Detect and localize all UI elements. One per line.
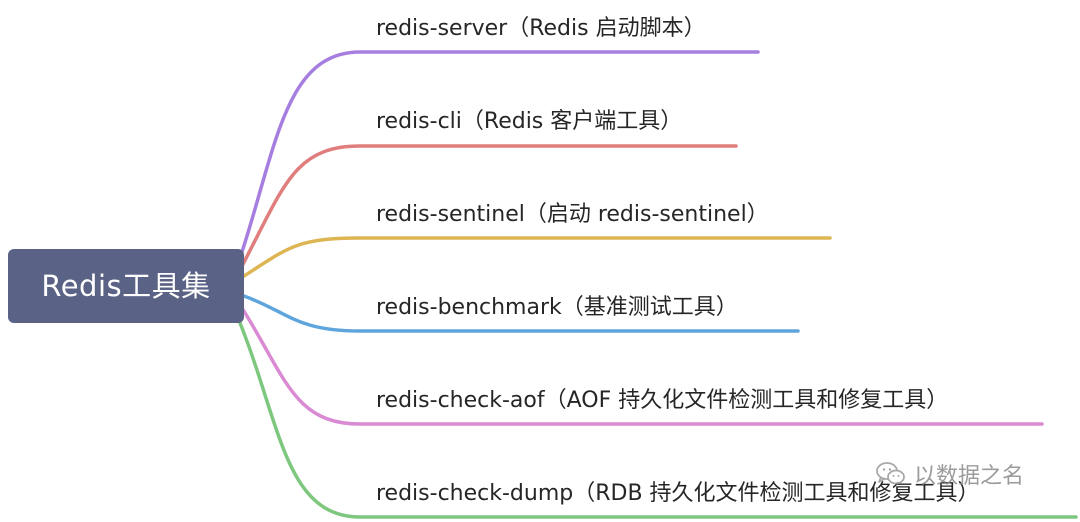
branch-label-redis-cli: redis-cli（Redis 客户端工具） [376, 109, 683, 134]
branch-label-redis-server: redis-server（Redis 启动脚本） [376, 16, 706, 41]
branch-label-redis-check-dump: redis-check-dump（RDB 持久化文件检测工具和修复工具） [376, 481, 980, 506]
watermark: 以数据之名 [876, 458, 1024, 490]
connector-redis-cli [240, 144, 738, 268]
branch-label-redis-benchmark: redis-benchmark（基准测试工具） [376, 295, 738, 320]
watermark-text: 以数据之名 [914, 464, 1025, 489]
connector-redis-sentinel [242, 236, 832, 278]
connector-redis-benchmark [242, 294, 800, 333]
root-node: Redis工具集 [8, 249, 244, 323]
connector-redis-check-dump [236, 316, 1078, 519]
branch-label-redis-sentinel: redis-sentinel（启动 redis-sentinel） [376, 202, 769, 227]
wechat-icon [876, 462, 905, 485]
connector-redis-server [238, 50, 760, 260]
root-node-label: Redis工具集 [41, 269, 211, 303]
branch-label-redis-check-aof: redis-check-aof（AOF 持久化文件检测工具和修复工具） [376, 388, 949, 413]
connector-redis-check-aof [240, 306, 1044, 426]
